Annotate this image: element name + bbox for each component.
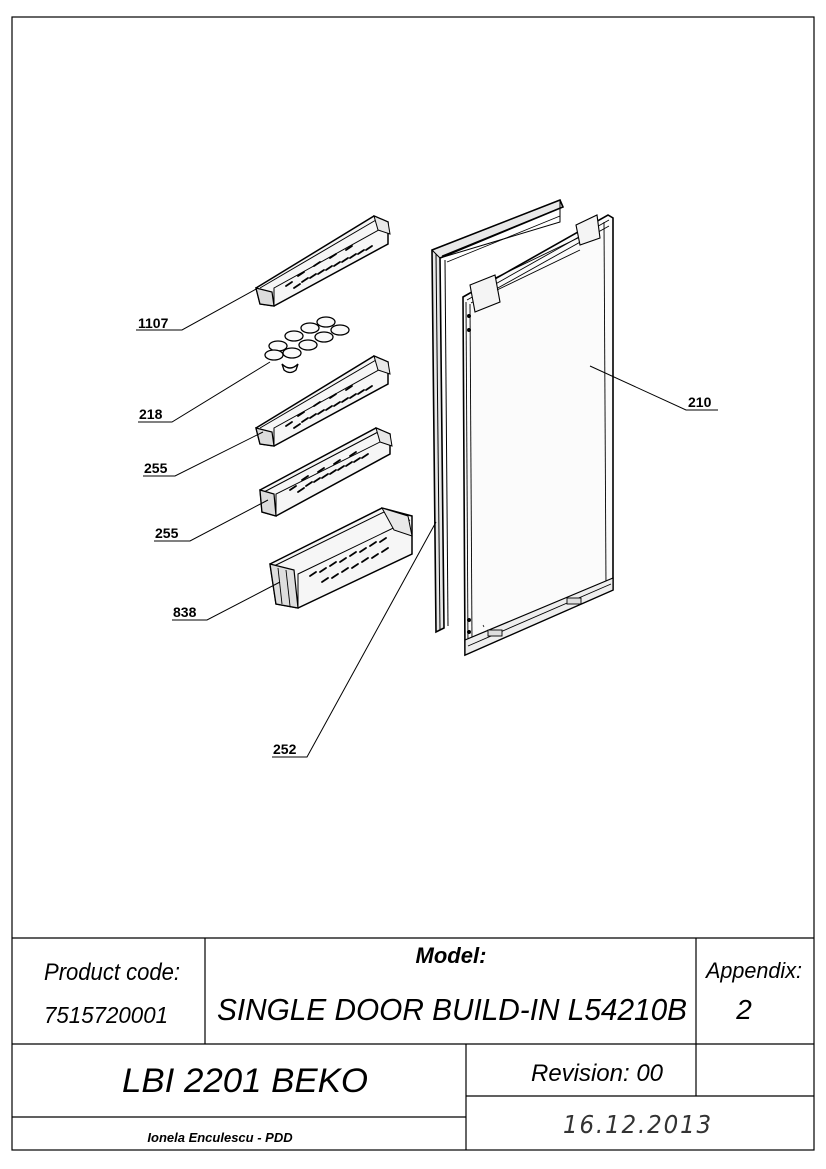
title-block (12, 937, 814, 1150)
product-name: LBI 2201 BEKO (122, 1062, 368, 1100)
door-shelf-255-upper (255, 355, 391, 447)
callout-218: 218 (139, 406, 163, 422)
bottle-shelf-838 (269, 507, 413, 609)
leader-210 (589, 365, 718, 411)
callout-255-lower: 255 (155, 525, 179, 541)
date: 16.12.2013 (563, 1110, 713, 1139)
callout-255-upper: 255 (144, 460, 168, 476)
egg-tray-218 (264, 316, 350, 374)
leader-838 (172, 581, 281, 621)
callout-210: 210 (688, 394, 712, 410)
leader-lines (136, 287, 718, 758)
author: Ionela Enculescu - PDD (147, 1130, 293, 1145)
callout-252: 252 (273, 741, 297, 757)
product-code-label: Product code: (44, 959, 180, 986)
door-shelf-255-lower (259, 427, 393, 517)
door-gasket (431, 198, 565, 634)
leader-255-lower (154, 499, 269, 542)
leader-1107 (136, 287, 259, 331)
appendix-label: Appendix: (704, 958, 802, 983)
callout-838: 838 (173, 604, 197, 620)
revision: Revision: 00 (531, 1060, 664, 1087)
door-shelf-1107 (255, 215, 391, 307)
product-code-value: 7515720001 (44, 1002, 168, 1028)
leader-218 (138, 361, 271, 423)
callout-1107: 1107 (138, 315, 169, 331)
appendix-value: 2 (735, 994, 752, 1025)
model-value: SINGLE DOOR BUILD-IN L54210B (217, 992, 687, 1027)
model-label: Model: (416, 943, 487, 968)
drawing-frame (11, 16, 815, 1151)
leader-252 (272, 521, 437, 758)
leader-255-upper (143, 431, 264, 477)
door-panel (462, 214, 614, 657)
